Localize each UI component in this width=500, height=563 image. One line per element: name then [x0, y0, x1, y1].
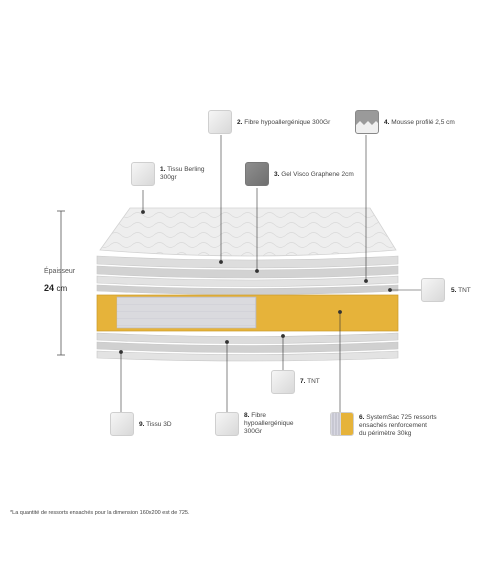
thickness-label: Épaisseur — [44, 268, 76, 275]
layer-8-name: Fibre — [251, 412, 267, 419]
layer-3-swatch — [245, 162, 269, 186]
layer-8-sub: hypoallergénique — [244, 420, 294, 427]
layer-1-sub: 300gr — [160, 174, 177, 181]
thickness-number: 24 — [44, 283, 55, 293]
layer-7-swatch — [271, 370, 295, 394]
thickness-bracket — [57, 210, 65, 356]
layer-7-label: 7. TNT — [300, 378, 320, 386]
thickness-unit: cm — [56, 284, 68, 293]
spring-sac-icon — [331, 413, 353, 435]
layer-2-swatch — [208, 110, 232, 134]
layer-8-sub2: 300Gr — [244, 428, 263, 435]
layer-3-number: 3. — [274, 171, 280, 178]
layer-1-label: 1. Tissu Berling 300gr — [160, 166, 204, 182]
spring-core — [96, 294, 399, 332]
layer-7-number: 7. — [300, 378, 306, 385]
layer-5-swatch — [421, 278, 445, 302]
layer-6-sub2: du périmètre 30kg — [359, 430, 412, 437]
layer-9-name: Tissu 3D — [146, 421, 172, 428]
layer-5-label: 5. TNT — [451, 287, 471, 295]
layer-4-number: 4. — [384, 119, 390, 126]
upper-layers — [96, 255, 399, 295]
layer-6-sub: ensachés renforcement — [359, 422, 427, 429]
layer-9-swatch — [110, 412, 134, 436]
layer-9-number: 9. — [139, 421, 145, 428]
layer-8-swatch — [215, 412, 239, 436]
layer-3-label: 3. Gel Visco Graphene 2cm — [274, 171, 354, 179]
layer-8-number: 8. — [244, 412, 250, 419]
layer-1-name: Tissu Berling — [167, 166, 205, 173]
layer-8-label: 8. Fibre hypoallergénique 300Gr — [244, 412, 294, 436]
layer-2-label: 2. Fibre hypoallergénique 300Gr — [237, 119, 330, 127]
leader-lines — [119, 135, 421, 412]
layer-4-name: Mousse profilé 2,5 cm — [391, 119, 455, 126]
layer-2-number: 2. — [237, 119, 243, 126]
thickness-value: 24 cm — [44, 283, 67, 293]
layer-6-label: 6. SystemSac 725 ressorts ensachés renfo… — [359, 414, 437, 438]
layer-7-name: TNT — [307, 378, 320, 385]
layer-4-label: 4. Mousse profilé 2,5 cm — [384, 119, 455, 127]
layer-5-name: TNT — [458, 287, 471, 294]
layer-5-number: 5. — [451, 287, 457, 294]
layer-2-name: Fibre hypoallergénique 300Gr — [244, 119, 331, 126]
layer-4-swatch — [355, 110, 379, 134]
layer-1-swatch — [131, 162, 155, 186]
layer-9-label: 9. Tissu 3D — [139, 421, 172, 429]
layer-1-number: 1. — [160, 166, 166, 173]
layer-6-swatch — [330, 412, 354, 436]
lower-layers — [96, 332, 399, 362]
footnote: *La quantité de ressorts ensachés pour l… — [10, 510, 190, 516]
layer-3-name: Gel Visco Graphene 2cm — [281, 171, 354, 178]
top-panel — [99, 207, 397, 257]
layer-6-number: 6. — [359, 414, 365, 421]
foam-profile-icon — [356, 121, 378, 133]
layer-6-name: SystemSac 725 ressorts — [366, 414, 437, 421]
